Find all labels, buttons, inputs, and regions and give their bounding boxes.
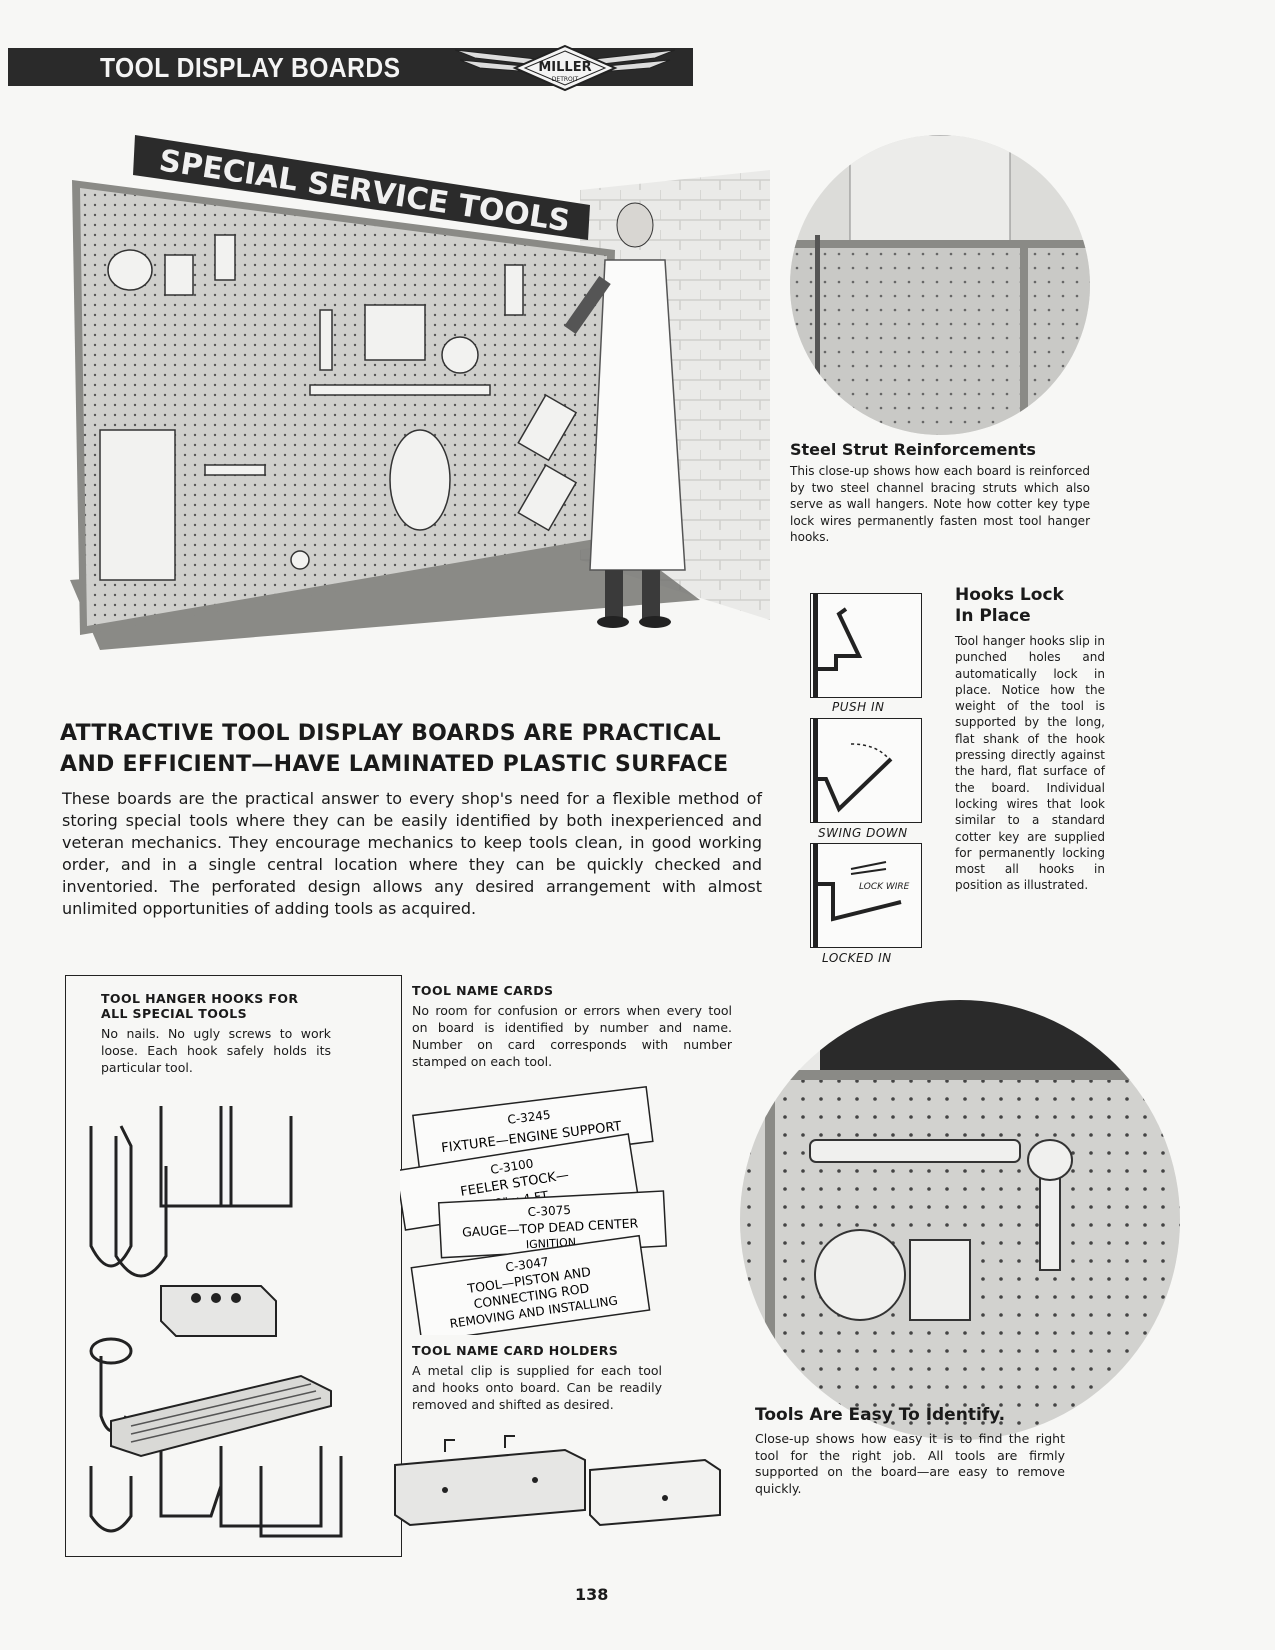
logo-city: DETROIT <box>552 76 579 83</box>
hook-block-icon <box>160 1285 277 1337</box>
tools-on-board <box>99 234 578 581</box>
locked-in-label: LOCKED IN <box>822 951 892 965</box>
swing-down-diagram <box>810 718 922 823</box>
page-title: TOOL DISPLAY BOARDS <box>100 52 401 83</box>
intro-paragraph: These boards are the practical answer to… <box>62 789 762 918</box>
svg-text:C-3075: C-3075 <box>527 1203 571 1219</box>
card-holders-body: A metal clip is supplied for each tool a… <box>412 1363 662 1412</box>
logo-wings-icon <box>455 44 675 92</box>
sign-board <box>133 135 590 240</box>
locked-in-hook-icon: LOCK WIRE <box>813 844 910 947</box>
identify-caption-body: Close-up shows how easy it is to find th… <box>755 1431 1065 1496</box>
miller-logo: MILLER DETROIT <box>455 44 675 92</box>
hanger-hooks-body: No nails. No ugly screws to work loose. … <box>101 1026 331 1075</box>
strut-caption: Steel Strut Reinforcements This close-up… <box>790 440 1090 546</box>
headline-line-2: AND EFFICIENT—HAVE LAMINATED PLASTIC SUR… <box>60 752 729 777</box>
name-card-4: C-3047 TOOL—PISTON AND CONNECTING ROD RE… <box>410 1234 651 1335</box>
card-holders-section: TOOL NAME CARD HOLDERS A metal clip is s… <box>412 1343 662 1413</box>
strut-caption-body: This close-up shows how each board is re… <box>790 464 1090 544</box>
hooks-lock-title-1: Hooks Lock <box>955 585 1064 605</box>
hooks-lock-body: Tool hanger hooks slip in punched holes … <box>955 634 1105 893</box>
card-holders-title: TOOL NAME CARD HOLDERS <box>412 1343 619 1358</box>
push-in-hook-icon <box>813 594 863 697</box>
hanger-hooks-title-1: TOOL HANGER HOOKS FOR <box>101 991 299 1006</box>
headline: ATTRACTIVE TOOL DISPLAY BOARDS ARE PRACT… <box>60 718 770 780</box>
logo-brand: MILLER <box>538 60 591 75</box>
push-in-label: PUSH IN <box>832 700 885 714</box>
man-figure <box>564 202 686 628</box>
card-holder-icon <box>394 1435 721 1527</box>
svg-text:C-3245: C-3245 <box>507 1108 552 1127</box>
strut-closeup-photo <box>790 135 1090 435</box>
hanger-hooks-panel: TOOL HANGER HOOKS FOR ALL SPECIAL TOOLS … <box>65 975 402 1557</box>
name-cards-illustration: C-3245 FIXTURE—ENGINE SUPPORT C-3100 FEE… <box>400 1085 668 1335</box>
locked-in-diagram: LOCK WIRE <box>810 843 922 948</box>
identify-caption: Tools Are Easy To Identify. Close-up sho… <box>755 1405 1065 1497</box>
hooks-lock-title-2: In Place <box>955 606 1031 626</box>
headline-line-1: ATTRACTIVE TOOL DISPLAY BOARDS ARE PRACT… <box>60 721 721 746</box>
name-cards-title: TOOL NAME CARDS <box>412 983 554 998</box>
swing-down-hook-icon <box>813 719 893 822</box>
tools-closeup-photo <box>740 1000 1180 1440</box>
name-cards-body: No room for confusion or errors when eve… <box>412 1003 732 1069</box>
card-rack-icon <box>110 1374 332 1458</box>
lock-wire-label: LOCK WIRE <box>859 882 910 892</box>
svg-text:C-3047: C-3047 <box>505 1255 550 1275</box>
page-number: 138 <box>575 1585 609 1604</box>
swing-down-label: SWING DOWN <box>818 826 908 840</box>
strut-caption-title: Steel Strut Reinforcements <box>790 440 1036 459</box>
svg-text:C-3100: C-3100 <box>489 1156 534 1177</box>
hanger-hooks-title-2: ALL SPECIAL TOOLS <box>101 1006 248 1021</box>
push-in-diagram <box>810 593 922 698</box>
hanger-hooks-illustration <box>89 1106 343 1538</box>
card-holder-illustration <box>394 1435 721 1527</box>
display-board-photo: SPECIAL SERVICE TOOLS <box>60 130 770 660</box>
hooks-lock-caption: Hooks Lock In Place Tool hanger hooks sl… <box>955 585 1105 894</box>
identify-caption-title: Tools Are Easy To Identify. <box>755 1405 1006 1425</box>
name-cards-section: TOOL NAME CARDS No room for confusion or… <box>412 983 732 1070</box>
